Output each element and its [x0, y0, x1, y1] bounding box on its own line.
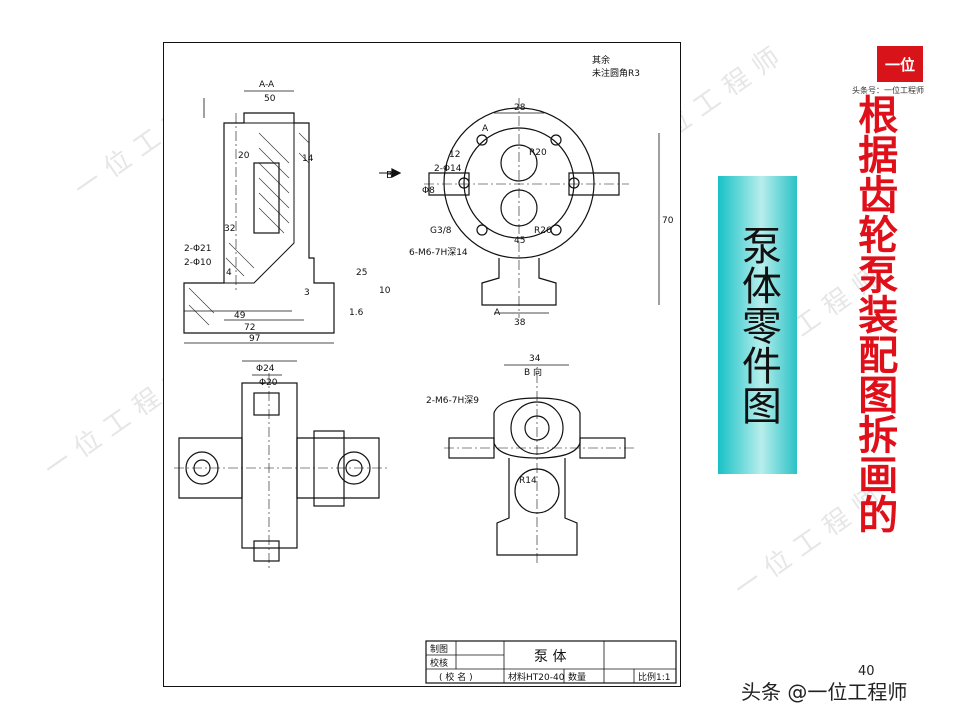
dim-97: 97 [249, 334, 260, 344]
dim-32: 32 [224, 224, 235, 234]
dim-72: 72 [244, 323, 255, 333]
dim-34: 34 [529, 354, 541, 364]
dim-20: 20 [238, 151, 250, 161]
dim-25: 25 [356, 268, 367, 278]
dim-3: 3 [304, 288, 310, 298]
dim-r20: R20 [529, 148, 547, 158]
subtitle-text: 泵体零件图 [734, 225, 781, 425]
dim-2-m6: 2-M6-7H深9 [426, 395, 479, 406]
section-label: A-A [259, 80, 275, 90]
dim-r26: R26 [534, 226, 552, 236]
dim-phi24: Φ24 [256, 364, 275, 374]
dim-14: 14 [302, 154, 314, 164]
title-block-material: 材料HT20-40 [508, 671, 565, 683]
title-block-checked: 校核 [430, 657, 448, 669]
dim-70: 70 [662, 216, 674, 226]
dim-2-phi14: 2-Φ14 [434, 164, 462, 174]
thread-g3-8: G3/8 [430, 226, 452, 236]
arrow-b-label: B [386, 170, 393, 181]
dim-r14: R14 [519, 476, 537, 486]
subtitle-box: 泵体零件图 [718, 176, 797, 474]
title-block-drafted: 制图 [430, 643, 448, 655]
dim-38: 38 [514, 318, 526, 328]
dim-4: 4 [226, 268, 232, 278]
dim-28: 28 [514, 103, 526, 113]
brand-logo: 一位 [877, 46, 923, 82]
title-block-quantity: 数量 [568, 671, 586, 683]
page-number: 40 [858, 664, 875, 679]
dim-45: 45 [514, 236, 525, 246]
dim-phi8: Φ8 [422, 186, 435, 196]
dim-2-phi21: 2-Φ21 [184, 244, 212, 254]
dim-50: 50 [264, 94, 276, 104]
drawing-svg: A-A 50 20 14 32 49 72 97 2-Φ21 2-Φ10 4 2… [174, 54, 677, 684]
section-mark-a-bottom: A [494, 308, 501, 318]
slide-title: 根据齿轮泵装配图拆画的 [851, 94, 898, 534]
dim-phi20: Φ20 [259, 378, 278, 388]
title-block-part-name: 泵 体 [534, 649, 566, 665]
note-line-1: 其余 [592, 54, 610, 66]
dim-6-m6: 6-M6-7H深14 [409, 247, 468, 258]
brand-tagline: 头条号：一位工程师 [852, 86, 924, 95]
dim-12: 12 [449, 150, 460, 160]
view-b-label: B 向 [524, 366, 542, 378]
section-mark-a-top: A [482, 124, 489, 134]
note-line-2: 未注圆角R3 [592, 67, 640, 79]
source-credit: 头条 @一位工程师 [741, 680, 908, 704]
dim-10: 10 [379, 286, 391, 296]
roughness-1-6: 1.6 [349, 308, 364, 318]
engineering-drawing: A-A 50 20 14 32 49 72 97 2-Φ21 2-Φ10 4 2… [163, 42, 681, 687]
dim-2-phi10: 2-Φ10 [184, 258, 212, 268]
title-block-scale: 比例1:1 [638, 671, 671, 683]
dim-49: 49 [234, 311, 246, 321]
title-block-school: ( 校 名 ) [439, 671, 473, 683]
